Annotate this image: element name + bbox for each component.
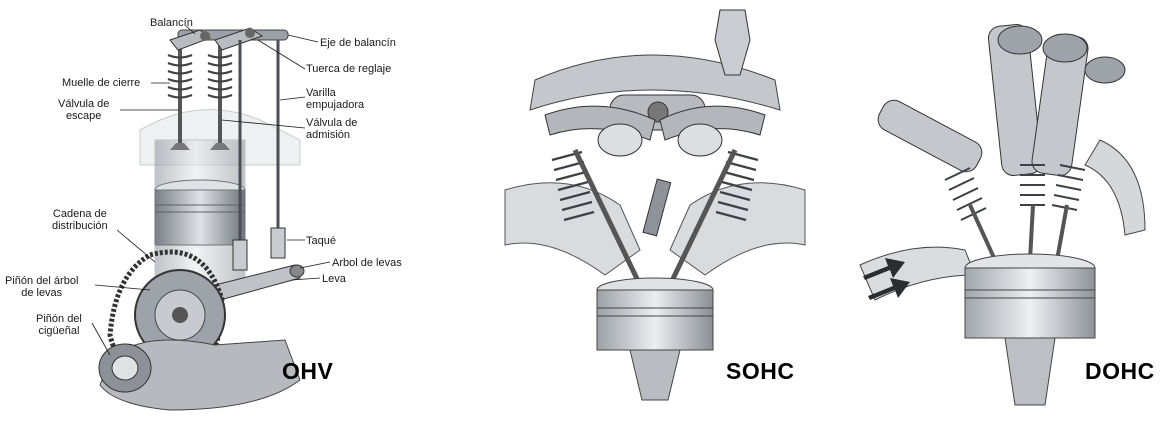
label-leva: Leva [322, 273, 346, 285]
label-tuerca-reglaje: Tuerca de reglaje [306, 63, 391, 75]
label-eje-balancin: Eje de balancín [320, 37, 396, 49]
label-muelle-cierre: Muelle de cierre [62, 77, 140, 89]
label-arbol-levas: Arbol de levas [332, 257, 402, 269]
label-pinon-cigueñal: Piñón del cigüeñal [36, 313, 82, 337]
ohv-title: OHV [282, 358, 333, 385]
label-balancin: Balancín [150, 17, 193, 29]
sohc-title: SOHC [726, 358, 794, 385]
dohc-title: DOHC [1085, 358, 1155, 385]
sohc-panel: SOHC [490, 0, 820, 426]
label-taque: Taqué [306, 235, 336, 247]
label-valvula-admision: Válvula de admisión [306, 117, 357, 141]
ohv-panel: Balancín Eje de balancín Muelle de cierr… [0, 0, 440, 426]
label-pinon-arbol-levas: Piñón del árbol de levas [5, 275, 78, 299]
label-valvula-escape: Válvula de escape [58, 98, 109, 122]
dohc-panel: DOHC [845, 0, 1165, 426]
label-cadena-distribucion: Cadena de distribución [52, 208, 108, 232]
label-varilla-empujadora: Varilla empujadora [306, 87, 364, 111]
